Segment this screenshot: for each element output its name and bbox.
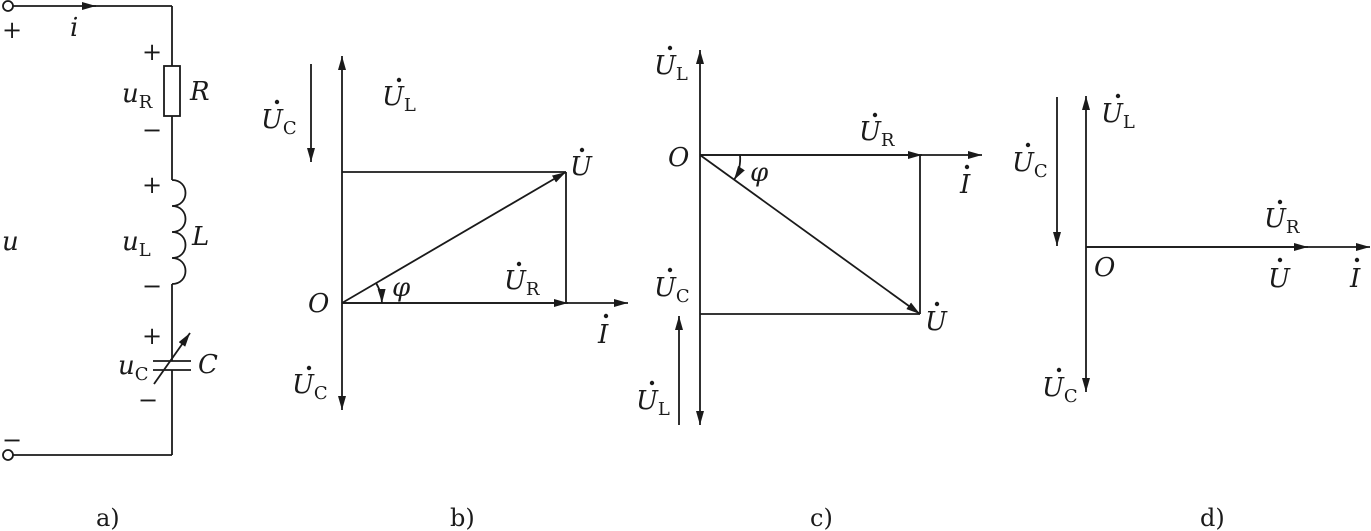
label-I: I <box>1349 264 1361 294</box>
inductor-plus: + <box>142 171 162 199</box>
caption-b: b) <box>450 504 475 531</box>
source-plus: + <box>2 16 22 44</box>
capacitor-minus: − <box>138 386 158 414</box>
resistor-symbol <box>163 65 181 117</box>
panel-a-circuit: + − i u + uR R − + uL L − + uC C − a) <box>2 0 218 531</box>
current-label: i <box>70 13 78 43</box>
resistor-voltage-label: uR <box>122 79 153 113</box>
label-I: I <box>959 170 971 200</box>
label-U: U <box>570 152 593 182</box>
label-I: I <box>597 320 609 350</box>
phi-label: φ <box>392 273 411 303</box>
label-U: U <box>925 307 948 337</box>
capacitor-name: C <box>198 350 218 380</box>
phi-arc <box>733 154 745 181</box>
label-UC-top: UC <box>261 105 297 139</box>
phasor-U <box>699 154 921 315</box>
terminal-top <box>2 0 14 12</box>
label-UL-top: UL <box>654 51 688 85</box>
panel-d-phasor: O UL UC UR U I UC d) <box>1012 93 1370 531</box>
capacitor-variable-arrow <box>153 332 191 385</box>
panel-c-phasor: O φ UL UR I UC U UL c) <box>636 45 982 531</box>
inductor-voltage-label: uL <box>122 227 151 261</box>
phi-arc <box>375 282 386 304</box>
label-UR: UR <box>504 266 540 300</box>
label-UL: UL <box>382 82 416 116</box>
inductor-minus: − <box>142 272 162 300</box>
origin-label: O <box>308 289 329 319</box>
caption-a: a) <box>96 504 120 531</box>
label-UL: UL <box>1101 99 1135 133</box>
label-UC-top: UC <box>1012 148 1048 182</box>
panel-b-phasor: O φ UL UC U UR I UC b) <box>261 56 628 531</box>
resistor-name: R <box>189 77 210 107</box>
caption-c: c) <box>810 504 833 531</box>
label-UR: UR <box>1264 204 1300 238</box>
label-UC-bottom: UC <box>292 370 328 404</box>
source-minus: − <box>2 426 22 454</box>
inductor-symbol <box>171 179 187 285</box>
capacitor-plus: + <box>142 322 162 350</box>
label-UR: UR <box>859 117 895 151</box>
source-voltage-label: u <box>2 227 19 257</box>
phasor-U <box>341 171 567 304</box>
label-U: U <box>1268 264 1291 294</box>
origin-label: O <box>1094 253 1115 283</box>
label-UC: UC <box>654 273 690 307</box>
resistor-plus: + <box>142 38 162 66</box>
label-UL-bottom: UL <box>636 386 670 420</box>
capacitor-voltage-label: uC <box>118 351 149 385</box>
caption-d: d) <box>1200 504 1225 531</box>
inductor-name: L <box>191 222 209 252</box>
phi-label: φ <box>750 158 769 188</box>
label-UC-bottom: UC <box>1042 373 1078 407</box>
origin-label: O <box>668 143 689 173</box>
resistor-minus: − <box>142 116 162 144</box>
